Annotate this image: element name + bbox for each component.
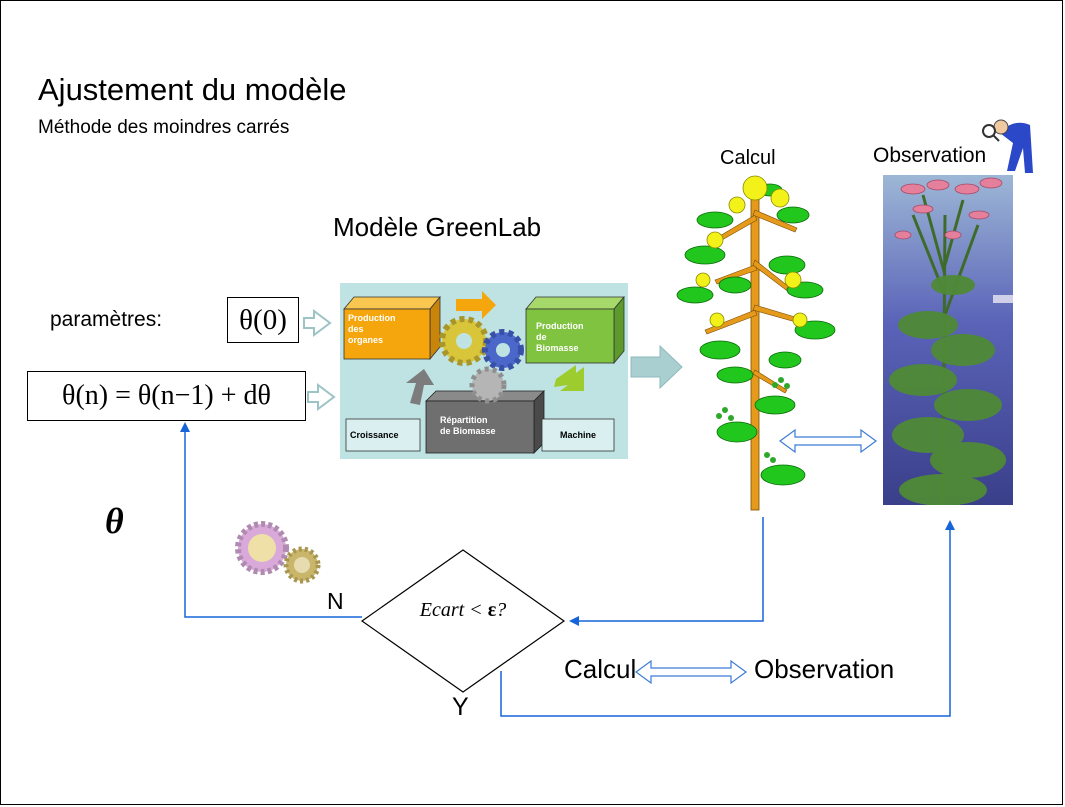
calc-label-top: Calcul: [720, 147, 776, 169]
croissance-label: Croissance: [350, 430, 399, 440]
yes-label: Y: [452, 693, 469, 721]
croissance-box: [345, 418, 421, 452]
machine-label: Machine: [560, 430, 597, 440]
parameters-label: paramètres:: [50, 308, 163, 331]
update-formula-box: θ(n) = θ(n−1) + dθ: [27, 371, 306, 421]
arrowhead-observation: [945, 520, 955, 530]
biomasse-box-front: [525, 308, 615, 364]
gear-grey-icon: [469, 366, 507, 404]
organes-label: Production des organes: [348, 313, 396, 345]
arrowhead-formula: [180, 422, 190, 432]
arrowhead-decision: [569, 616, 579, 626]
simulated-plant-illustration: [676, 175, 836, 511]
observation-label-bottom: Observation: [754, 654, 895, 684]
calc-to-decision-arrow: [576, 517, 764, 622]
plant-leaves: [676, 183, 836, 486]
biomasse-box-side: [613, 295, 625, 365]
block-arrow-formula: [307, 383, 336, 411]
block-arrow-model-to-plant: [630, 344, 683, 390]
observation-label-top: Observation: [873, 144, 987, 167]
biomasse-box-top: [525, 296, 625, 310]
no-label: N: [327, 588, 344, 614]
slide-subtitle: Méthode des moindres carrés: [38, 117, 290, 138]
theta-initial-box: θ(0): [227, 297, 299, 343]
plant-flowers: [695, 175, 808, 328]
greenlab-model-diagram: Production des organes Production de Bio…: [340, 283, 628, 459]
decision-condition: Ecart < ε?: [419, 599, 507, 621]
observed-plant-photo: [883, 175, 1013, 505]
diagram-arrow-right: [456, 291, 496, 319]
gears-icon: [235, 521, 321, 584]
photo-flowers: [894, 177, 1003, 240]
theta-symbol: θ: [105, 501, 124, 541]
decision-diamond: [360, 549, 566, 693]
machine-box: [541, 418, 615, 452]
repartition-box-front: [425, 400, 535, 454]
observer-icon: [982, 119, 1033, 173]
diagram-arrow-down: [554, 365, 584, 391]
yes-to-observation-arrow: [500, 527, 951, 717]
block-arrow-theta0: [303, 309, 332, 337]
model-title: Modèle GreenLab: [333, 212, 542, 242]
diagram-arrow-up: [406, 369, 434, 405]
double-arrow-bottom: [634, 659, 748, 685]
repartition-label: Répartition de Biomasse: [440, 415, 496, 436]
slide-title: Ajustement du modèle: [38, 72, 347, 107]
double-arrow-middle: [778, 428, 878, 454]
feedback-arrow-no: [184, 428, 362, 618]
organes-box-front: [343, 308, 431, 360]
plant-stem: [750, 179, 760, 511]
biomasse-label: Production de Biomasse: [536, 321, 584, 353]
organes-box-top: [343, 296, 441, 310]
calc-label-bottom: Calcul: [564, 654, 637, 684]
plant-small-buds: [716, 377, 790, 463]
